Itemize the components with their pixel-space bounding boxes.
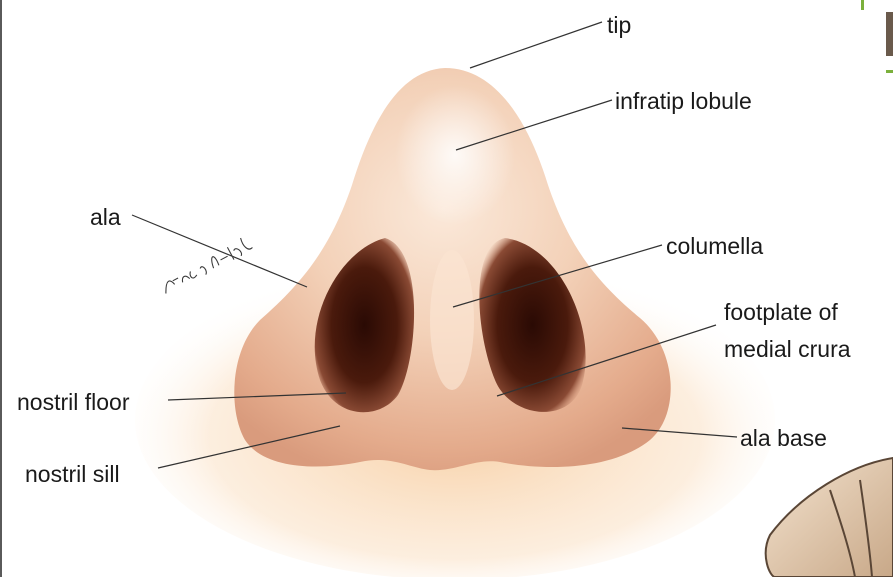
- label-footplate-line1: footplate of: [724, 299, 838, 325]
- label-tip: tip: [607, 12, 631, 38]
- label-infratip-lobule: infratip lobule: [615, 88, 752, 114]
- corner-thumbnail-accent: [861, 0, 864, 10]
- columella-highlight: [430, 250, 474, 390]
- label-nostril-sill: nostril sill: [25, 461, 120, 487]
- corner-thumbnail-accent-bottom: [886, 70, 893, 73]
- leader-tip: [470, 22, 602, 68]
- label-ala: ala: [90, 204, 121, 230]
- label-nostril-floor: nostril floor: [17, 389, 129, 415]
- label-footplate-line2: medial crura: [724, 336, 851, 362]
- corner-thumbnail-art: [766, 458, 893, 577]
- label-ala-base: ala base: [740, 425, 827, 451]
- label-columella: columella: [666, 233, 763, 259]
- corner-thumbnail-image: [886, 12, 893, 56]
- tip-highlight: [395, 85, 515, 225]
